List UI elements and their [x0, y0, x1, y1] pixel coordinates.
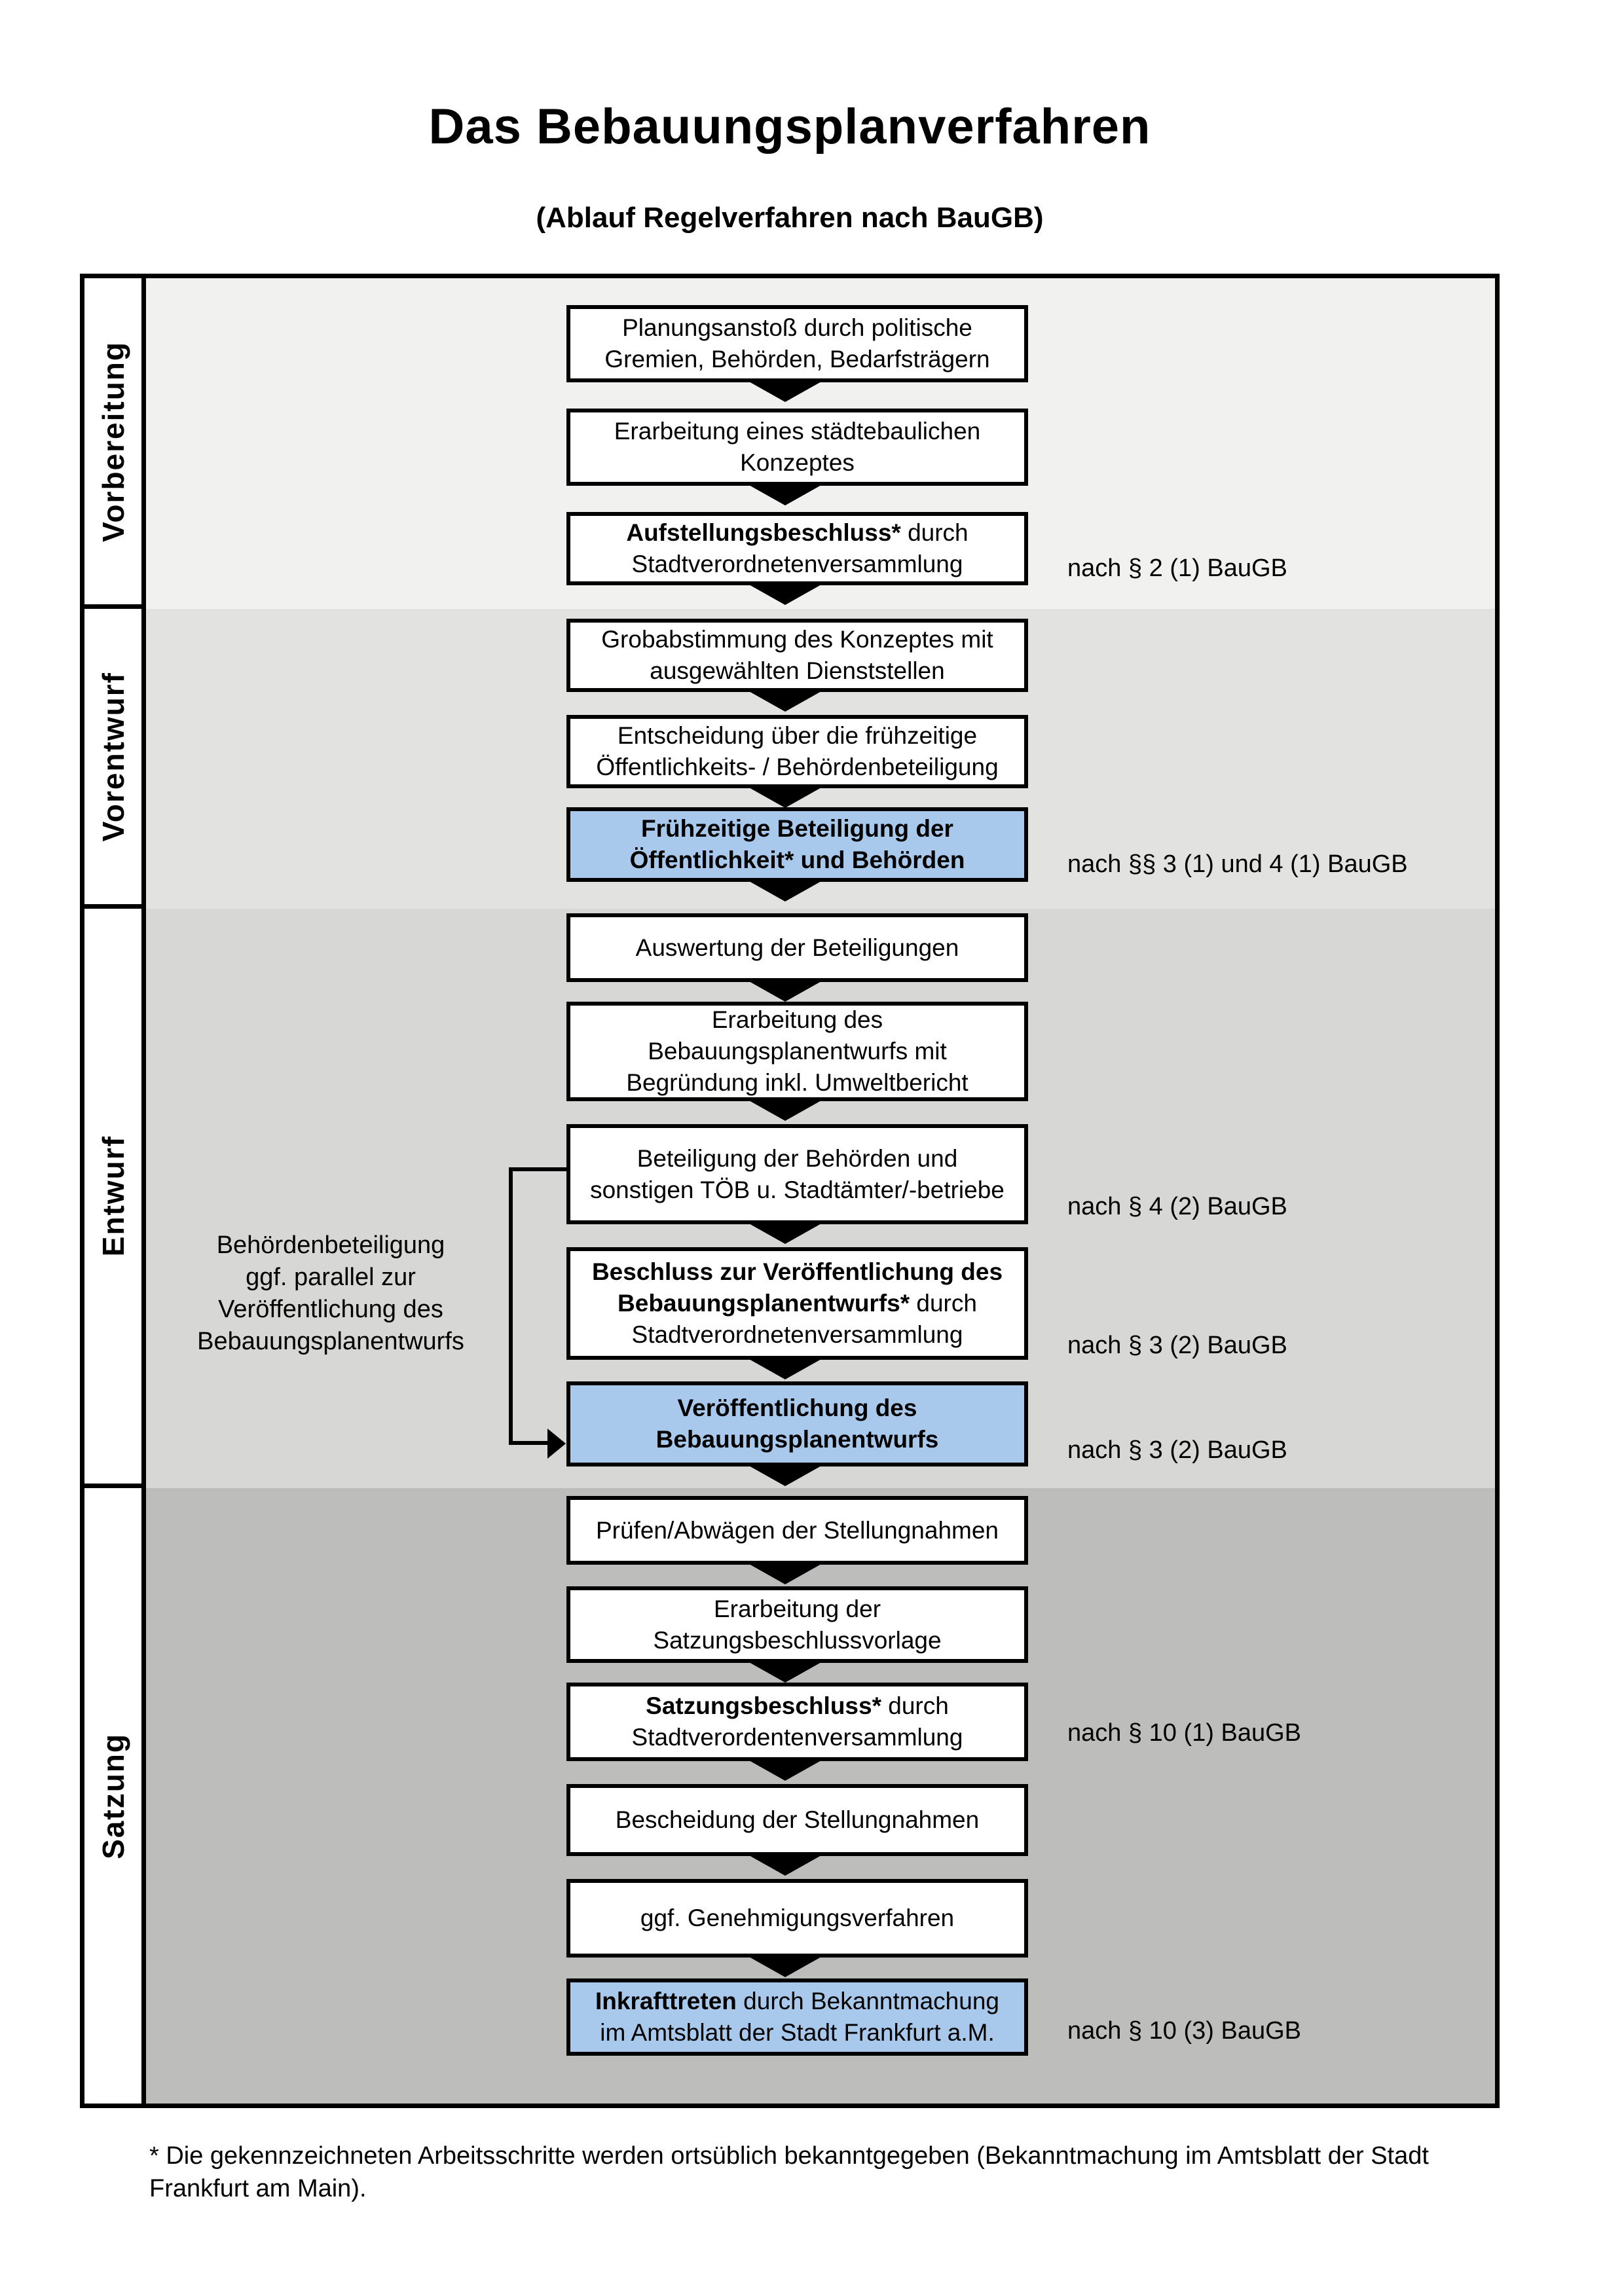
legal-ref-par2-1: nach § 2 (1) BauGB [1067, 555, 1287, 582]
flow-step-line: Bebauungsplanentwurfs mit [648, 1038, 947, 1065]
down-arrow-icon [743, 1356, 827, 1379]
flow-step-line: Satzungsbeschlussvorlage [653, 1626, 942, 1654]
down-arrow-icon [743, 1757, 827, 1781]
flow-step-line: Planungsanstoß durch politische [622, 314, 972, 341]
flow-step-line: Satzungsbeschluss* durch [646, 1692, 949, 1719]
phase-label-satzung: Satzung [80, 1484, 146, 2108]
flow-step-auswertung-beteiligungen: Auswertung der Beteiligungen [566, 913, 1028, 982]
flow-step-line: Öffentlichkeit* und Behörden [629, 847, 965, 873]
flow-step-genehmigungsverfahren: ggf. Genehmigungsverfahren [566, 1879, 1028, 1958]
phase-label-text: Vorbereitung [96, 340, 130, 542]
flow-step-line: Prüfen/Abwägen der Stellungnahmen [595, 1516, 999, 1544]
flow-step-line: im Amtsblatt der Stadt Frankfurt a.M. [600, 2019, 995, 2046]
flow-step-line: Auswertung der Beteiligungen [635, 934, 959, 961]
flow-step-line: Beschluss zur Veröffentlichung des [591, 1258, 1003, 1285]
flow-step-line: Konzeptes [740, 449, 855, 476]
flow-step-grobabstimmung: Grobabstimmung des Konzeptes mit ausgewäh… [566, 619, 1028, 692]
page-subtitle: (Ablauf Regelverfahren nach BauGB) [536, 202, 1044, 234]
flow-step-line: Erarbeitung eines städtebaulichen [614, 418, 981, 445]
flow-step-line: Bebauungsplanentwurfs [655, 1426, 939, 1453]
phase-label-vorentwurf: Vorentwurf [80, 604, 146, 909]
flow-step-line: Aufstellungsbeschluss* durch [626, 519, 969, 546]
down-arrow-icon [743, 784, 827, 808]
down-arrow-icon [743, 482, 827, 505]
down-arrow-icon [743, 1659, 827, 1683]
phase-label-text: Satzung [96, 1732, 130, 1859]
flow-step-line: Stadtverordnetenversammlung [631, 551, 963, 577]
flow-step-line: Entscheidung über die frühzeitige [617, 722, 978, 749]
flow-step-line: Stadtverordentenversammlung [631, 1724, 963, 1751]
flow-step-line: Bebauungsplanentwurfs* durch [618, 1290, 977, 1317]
down-arrow-icon [743, 1561, 827, 1584]
legal-ref-par10-3: nach § 10 (3) BauGB [1067, 2017, 1301, 2045]
flow-step-bescheidung-stellungnahmen: Bescheidung der Stellungnahmen [566, 1784, 1028, 1856]
down-arrow-icon [743, 978, 827, 1002]
down-arrow-icon [743, 1954, 827, 1977]
phase-label-vorbereitung: Vorbereitung [80, 274, 146, 609]
flow-step-line: Frühzeitige Beteiligung der [641, 815, 953, 842]
flow-step-line: Erarbeitung des [711, 1006, 883, 1033]
flow-step-line: Erarbeitung der [713, 1595, 881, 1622]
side-note-behoerdenbeteiligung: Behördenbeteiligung ggf. parallel zur Ve… [197, 1231, 464, 1355]
flow-step-pruefen-abwaegen: Prüfen/Abwägen der Stellungnahmen [566, 1496, 1028, 1565]
flow-step-line: Beteiligung der Behörden und [637, 1144, 958, 1172]
connector-right-arrow-icon [547, 1429, 566, 1459]
down-arrow-icon [743, 1463, 827, 1486]
legal-ref-par3-2-a: nach § 3 (2) BauGB [1067, 1332, 1287, 1359]
down-arrow-icon [743, 581, 827, 605]
flow-step-line: Öffentlichkeits- / Behördenbeteiligung [596, 754, 999, 780]
footnote: * Die gekennzeichneten Arbeitsschritte w… [149, 2142, 1429, 2202]
phase-label-entwurf: Entwurf [80, 904, 146, 1488]
flow-step-line: ggf. Genehmigungsverfahren [640, 1904, 955, 1931]
flow-step-line: Bescheidung der Stellungnahmen [615, 1806, 980, 1833]
page-title: Das Bebauungsplanverfahren [428, 99, 1151, 155]
down-arrow-icon [743, 1097, 827, 1121]
down-arrow-icon [743, 1852, 827, 1876]
flow-step-inkrafttreten: Inkrafttreten durch Bekanntmachung im Amt… [566, 1978, 1028, 2056]
flow-step-line: Grobabstimmung des Konzeptes mit [601, 626, 993, 653]
phase-label-text: Vorentwurf [96, 671, 130, 842]
flow-step-line: Inkrafttreten durch Bekanntmachung [595, 1988, 999, 2014]
flow-step-beteiligung-behoerden-toeb: Beteiligung der Behörden und sonstigen TÖ… [566, 1124, 1028, 1224]
down-arrow-icon [743, 688, 827, 712]
flow-step-line: Gremien, Behörden, Bedarfsträgern [604, 346, 990, 373]
connector-bottom-segment [509, 1441, 549, 1445]
down-arrow-icon [743, 378, 827, 402]
flow-step-line: Begründung inkl. Umweltbericht [626, 1069, 969, 1096]
legal-ref-par4-2: nach § 4 (2) BauGB [1067, 1193, 1287, 1220]
down-arrow-icon [743, 1220, 827, 1244]
flow-step-line: ausgewählten Dienststellen [650, 657, 945, 684]
phase-label-text: Entwurf [96, 1135, 130, 1257]
legal-ref-par3-4-1: nach §§ 3 (1) und 4 (1) BauGB [1067, 850, 1408, 878]
down-arrow-icon [743, 878, 827, 902]
flow-step-line: sonstigen TÖB u. Stadtämter/-betriebe [590, 1176, 1005, 1203]
connector-vertical-segment [509, 1167, 513, 1445]
flow-step-line: Veröffentlichung des [677, 1394, 917, 1421]
legal-ref-par10-1: nach § 10 (1) BauGB [1067, 1719, 1301, 1747]
connector-top-segment [509, 1167, 566, 1171]
legal-ref-par3-2-b: nach § 3 (2) BauGB [1067, 1436, 1287, 1464]
flow-step-line: Stadtverordnetenversammlung [631, 1321, 963, 1348]
